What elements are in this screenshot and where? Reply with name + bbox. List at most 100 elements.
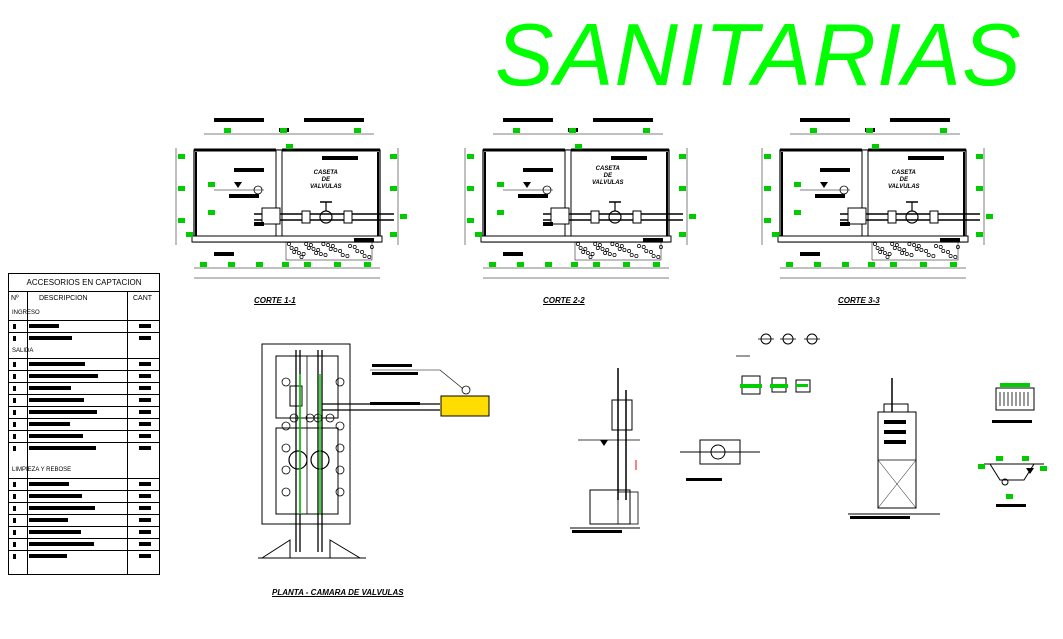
plan-layer [258, 343, 490, 559]
reference-bubble [335, 465, 345, 475]
row-description-mark [29, 530, 81, 534]
annotation-block [503, 118, 553, 122]
gravel-mark [948, 254, 953, 258]
row-description-mark [29, 506, 95, 510]
table-row [9, 526, 159, 538]
floor-slab [191, 235, 383, 243]
tank-outline [779, 149, 967, 243]
row-description-mark [29, 542, 94, 546]
dimension-marker [623, 262, 630, 267]
row-number-mark [13, 324, 16, 329]
gravel-mark [340, 253, 345, 257]
valve-icon [288, 450, 308, 470]
row-quantity-mark [139, 494, 151, 498]
reference-bubble [253, 185, 263, 195]
row-description-mark [29, 434, 83, 438]
annotation-block [234, 168, 264, 172]
gravel-mark [926, 253, 931, 257]
tank-outline [482, 149, 670, 243]
gravel-mark [605, 248, 610, 252]
gravel-mark [603, 251, 608, 255]
dimension-marker [304, 262, 311, 267]
reference-bubble [542, 185, 552, 195]
divider-wall [861, 149, 869, 243]
row-quantity-mark [139, 506, 151, 510]
dimension-marker [569, 128, 576, 133]
annotation-block [940, 238, 960, 242]
gravel-mark [362, 254, 367, 258]
row-number-mark [13, 518, 16, 523]
row-number-mark [13, 446, 16, 451]
table-column-line [127, 292, 128, 574]
gravel-mark [882, 251, 887, 255]
gravel-mark [595, 246, 600, 250]
group-label-salida: SALIDA [12, 348, 34, 354]
dimension-marker [976, 186, 983, 191]
gravel-mark [367, 255, 372, 259]
section-label-1: CORTE 1-1 [254, 296, 296, 305]
annotation-block [884, 430, 906, 434]
dimension-marker [772, 232, 779, 237]
annotation-block [572, 530, 622, 533]
filter-fitting [289, 385, 303, 407]
gravel-mark [938, 245, 943, 249]
table-header-desc: DESCRIPCION [39, 295, 88, 302]
dimension-marker [200, 262, 207, 267]
details-layer [570, 333, 1047, 533]
pipe-fitting [261, 207, 281, 225]
table-header-qty: CANT [133, 295, 153, 302]
gravel-mark [897, 247, 902, 251]
reference-bubble [839, 185, 849, 195]
dimension-marker [186, 232, 193, 237]
annotation-block [370, 402, 420, 405]
gravel-mark [321, 242, 326, 246]
annotation-block [686, 478, 722, 481]
dimension-marker [689, 214, 696, 219]
row-description-mark [29, 446, 96, 450]
gravel-mark [289, 246, 294, 250]
dimension-marker [890, 262, 897, 267]
dimension-marker [178, 186, 185, 191]
dimension-marker [282, 262, 289, 267]
table-row [9, 490, 159, 502]
dimension-marker [390, 154, 397, 159]
gravel-mark [338, 249, 343, 253]
gravel-mark [919, 248, 924, 252]
row-number-mark [13, 362, 16, 367]
pipe-fitting [929, 210, 939, 224]
table-row [9, 478, 159, 490]
gravel-mark [583, 247, 588, 251]
highlight-box [440, 395, 490, 417]
gravel-mark [610, 242, 615, 246]
row-number-mark [13, 422, 16, 427]
dimension-marker [976, 232, 983, 237]
dimension-marker [228, 262, 235, 267]
reference-bubble [281, 443, 291, 453]
gravel-mark [953, 255, 958, 259]
annotation-block [593, 118, 653, 122]
water-level-icon [234, 182, 242, 188]
dimension-marker [986, 214, 993, 219]
dimension-marker [545, 262, 552, 267]
green-strip [740, 384, 762, 388]
row-quantity-mark [139, 374, 151, 378]
table-row [9, 406, 159, 418]
ground-mark [329, 539, 362, 559]
green-strip [770, 384, 788, 388]
gravel-mark [651, 254, 656, 258]
table-row [9, 358, 159, 370]
dimension-marker [286, 144, 293, 149]
gravel-mark [296, 251, 301, 255]
row-description-mark [29, 398, 84, 402]
row-quantity-mark [139, 398, 151, 402]
gravel-mark [617, 247, 622, 251]
reference-bubble [461, 385, 471, 395]
row-quantity-mark [139, 410, 151, 414]
base-block [589, 489, 631, 525]
dimension-marker [497, 182, 504, 187]
gravel-mark [878, 250, 883, 254]
gravel-mark [641, 245, 646, 249]
gravel-mark [314, 251, 319, 255]
gravel-mark [637, 244, 641, 248]
